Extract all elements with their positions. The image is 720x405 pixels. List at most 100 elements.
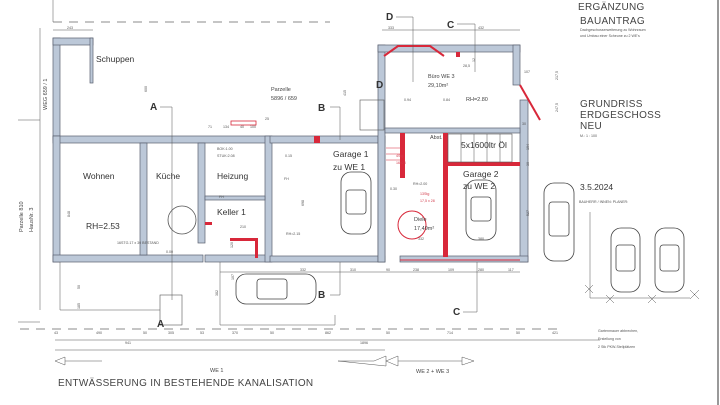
parcel-left-1: Parzelle 810 (19, 201, 25, 232)
section-d-mid: D (376, 80, 383, 91)
title-description-1: Dachgeschosserweiterung zu Wohnraum (580, 28, 646, 32)
svg-text:71: 71 (208, 125, 212, 129)
room-garage1-2: zu WE 1 (333, 162, 365, 172)
room-kueche: Küche (156, 171, 180, 181)
plan-title-1: GRUNDRISS (580, 99, 643, 110)
svg-text:247,5: 247,5 (555, 103, 559, 112)
svg-text:332: 332 (300, 268, 306, 272)
oil-tanks (447, 133, 513, 163)
svg-text:370: 370 (232, 331, 238, 335)
stairs-new1-2: 16x28 (396, 161, 406, 165)
room-oil: 5x1600ltr Öl (461, 140, 507, 150)
section-a-bottom: A (157, 319, 164, 330)
room-garage1-1: Garage 1 (333, 149, 369, 159)
svg-text:90: 90 (386, 268, 390, 272)
room-keller: Keller 1 (217, 207, 246, 217)
svg-text:332: 332 (418, 237, 424, 241)
parcel-left-2: HausNr. 3 (29, 208, 35, 232)
section-a-top: A (150, 102, 157, 113)
svg-text:12: 12 (472, 58, 476, 62)
signatures: BAUHERR / INNEN: PLANER: (579, 200, 628, 204)
room-diele-2: 17,49m² (414, 226, 434, 232)
title-erganzung: ERGÄNZUNG (578, 1, 645, 13)
level-094: 0.94 (404, 98, 411, 102)
label-we1: WE 1 (210, 368, 223, 374)
rh-garage1: RH=2.15 (286, 232, 300, 236)
level-000: 0.00 (166, 250, 173, 254)
rh-buero: RH=2.80 (466, 97, 488, 103)
section-c-top: C (447, 20, 454, 31)
svg-text:134: 134 (223, 125, 229, 129)
stairs-new1-1: 4Stg (396, 154, 403, 158)
svg-text:107: 107 (231, 274, 235, 280)
svg-text:238: 238 (413, 268, 419, 272)
svg-text:50: 50 (143, 331, 147, 335)
room-diele-1: Diele (414, 217, 427, 223)
title-description-2: und Umbau einer Scheune zu 2 WE's (580, 34, 640, 38)
room-abst: Abst. (430, 135, 443, 141)
svg-text:862: 862 (325, 331, 331, 335)
scale: M.: 1 : 100 (580, 134, 597, 138)
arrow-split-icon (337, 355, 475, 367)
svg-text:698: 698 (301, 200, 305, 206)
svg-text:305: 305 (168, 331, 174, 335)
svg-text:600: 600 (144, 86, 148, 92)
svg-text:280: 280 (478, 268, 484, 272)
section-b-top: B (318, 103, 325, 114)
svg-text:30: 30 (526, 162, 530, 166)
room-garage2-1: Garage 2 (463, 169, 499, 179)
car-driveway (235, 273, 317, 305)
stuk-label: STUK:2.08 (217, 154, 235, 158)
level-084: 0.84 (443, 98, 450, 102)
svg-text:50: 50 (386, 331, 390, 335)
arrow-left-icon (54, 356, 102, 366)
new-construction (205, 45, 541, 261)
garden-wall (589, 212, 690, 299)
svg-text:421: 421 (552, 331, 558, 335)
svg-text:100: 100 (250, 125, 256, 129)
svg-text:194: 194 (526, 144, 530, 150)
svg-text:30: 30 (522, 122, 526, 126)
label-we23: WE 2 + WE 3 (416, 369, 449, 375)
room-buero-1: Büro WE 3 (428, 74, 455, 80)
svg-text:333: 333 (388, 26, 394, 30)
spiral-stair-existing (167, 205, 197, 235)
svg-text:109: 109 (448, 268, 454, 272)
width-285: 28,5 (463, 64, 470, 68)
svg-text:527: 527 (526, 210, 530, 216)
svg-text:848: 848 (67, 211, 71, 217)
stairs-existing-label: 16STG.17 x 30 BESTAND (117, 241, 159, 245)
drainage-note: ENTWÄSSERUNG IN BESTEHENDE KANALISATION (58, 377, 313, 389)
svg-text:185: 185 (77, 303, 81, 309)
title-bauantrag: BAUANTRAG (580, 16, 645, 27)
svg-text:117: 117 (508, 268, 514, 272)
svg-text:50: 50 (77, 285, 81, 289)
room-wohnen: Wohnen (83, 171, 115, 181)
svg-text:941: 941 (125, 341, 131, 345)
svg-text:43: 43 (54, 331, 58, 335)
plan-title-3: NEU (580, 121, 602, 132)
svg-text:53: 53 (200, 331, 204, 335)
car-parking-1 (543, 182, 575, 262)
svg-text:415: 415 (343, 90, 347, 96)
date: 3.5.2024 (580, 182, 613, 192)
svg-text:310: 310 (350, 268, 356, 272)
car-garage2 (465, 179, 497, 241)
car-garage1 (340, 171, 372, 235)
level-015: 0.15 (285, 154, 292, 158)
parcel-weg: WEG 659 / 1 (43, 79, 49, 111)
garden-note-1: Gartenmauer abbrechen, (598, 329, 638, 333)
svg-text:380: 380 (478, 237, 484, 241)
room-heizung: Heizung (217, 171, 248, 181)
svg-text:217,5: 217,5 (555, 71, 559, 80)
svg-text:50: 50 (516, 331, 520, 335)
garden-note-2: Erstellung von (598, 337, 621, 341)
rh-wohnen: RH=2.53 (86, 221, 120, 231)
demolition-marks (584, 284, 700, 304)
office-steps (359, 99, 385, 131)
parcel-center-2: 5896 / 659 (271, 96, 297, 102)
section-d-top: D (386, 12, 393, 23)
level-030: 0.30 (390, 187, 397, 191)
section-c-bottom: C (453, 307, 460, 318)
